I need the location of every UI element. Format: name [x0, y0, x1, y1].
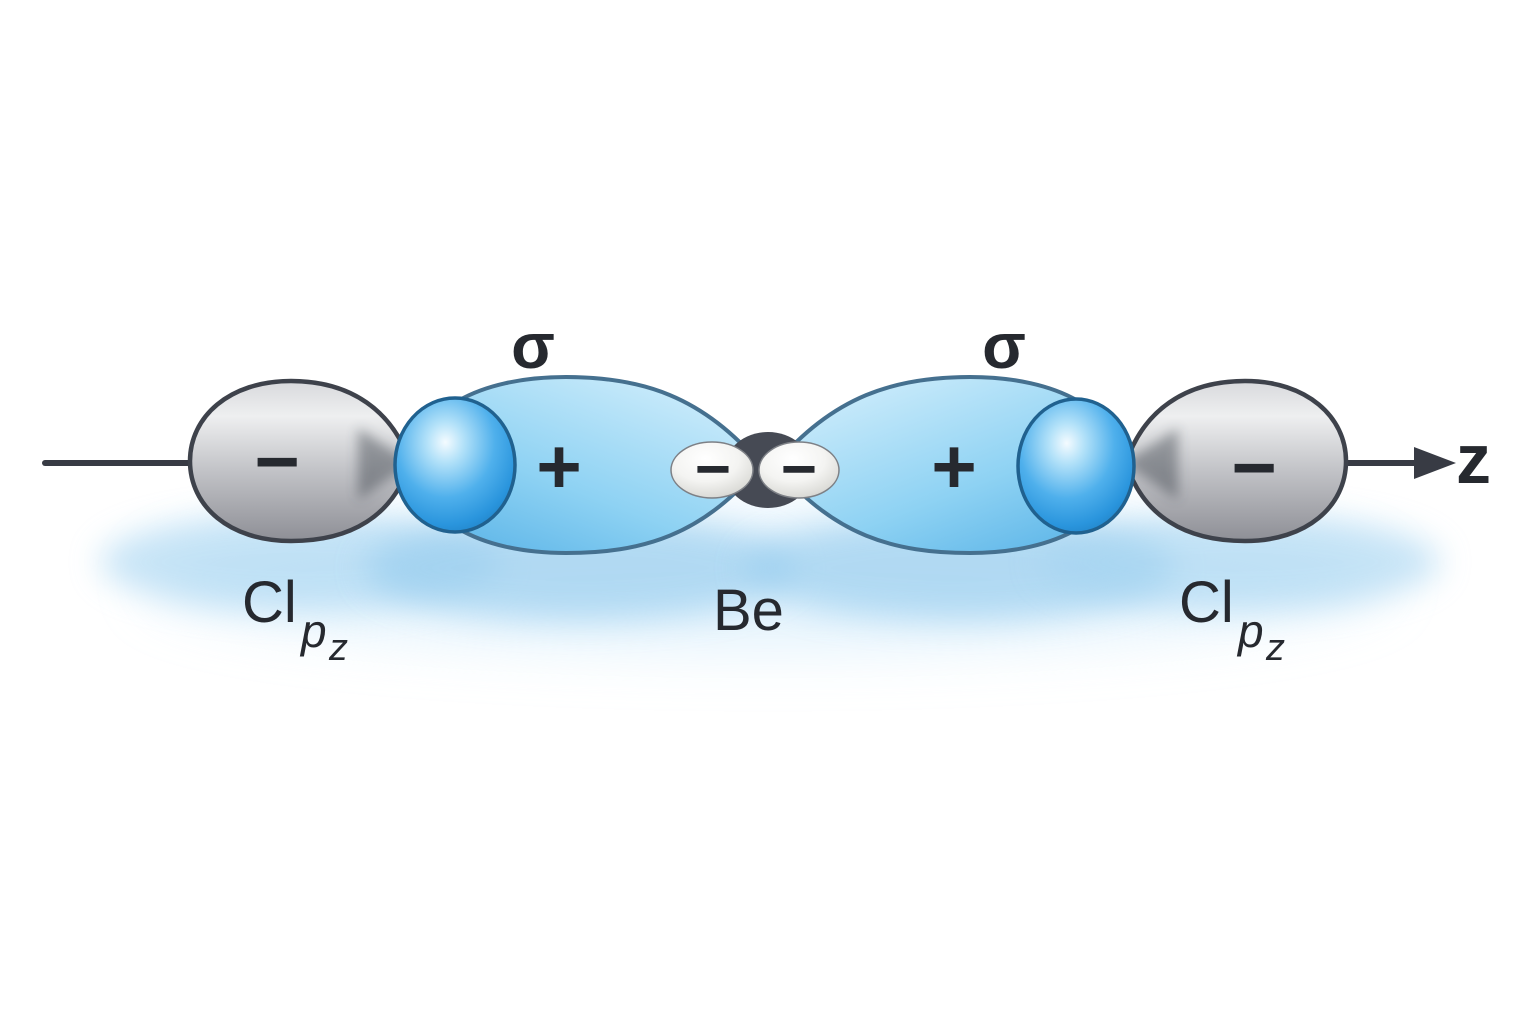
z-subsubscript-right: z — [1265, 627, 1285, 669]
cl-pz-label-right: Cl p z — [1179, 570, 1285, 669]
sigma-label-left: σ — [511, 310, 555, 382]
minus-sign-cl-right: − — [1231, 423, 1277, 511]
glow-right-cl — [1040, 514, 1440, 610]
plus-sign-left: + — [536, 422, 582, 510]
cl-tip-shadow-left — [358, 428, 412, 500]
sigma-label-right: σ — [982, 310, 1026, 382]
z-subsubscript-left: z — [328, 627, 348, 669]
z-axis-arrowhead — [1414, 447, 1456, 479]
be-label: Be — [713, 578, 784, 643]
be-small-lobe-left — [670, 441, 754, 499]
p-subscript-left: p — [299, 605, 327, 657]
minus-sign-be-right: − — [781, 435, 817, 504]
cl-pz-lobe-right — [1123, 378, 1349, 544]
minus-sign-be-left: − — [695, 435, 731, 504]
minus-sign-cl-left: − — [254, 417, 300, 505]
be-small-lobe-right — [758, 441, 840, 499]
z-axis-label: z — [1456, 420, 1491, 498]
cl-tip-shadow-right — [1124, 428, 1178, 500]
cl-pz-label-left: Cl p z — [242, 570, 348, 669]
glow-left-lobe — [365, 516, 795, 620]
cl-element-right: Cl — [1179, 570, 1234, 635]
p-subscript-right: p — [1236, 605, 1264, 657]
cl-pz-lobe-left — [187, 378, 413, 544]
plus-sign-right: + — [931, 422, 977, 510]
cl-element-left: Cl — [242, 570, 297, 635]
glow-underlay — [100, 510, 1440, 650]
overlap-sphere-right — [1016, 397, 1136, 535]
overlap-sphere-left — [393, 396, 517, 534]
